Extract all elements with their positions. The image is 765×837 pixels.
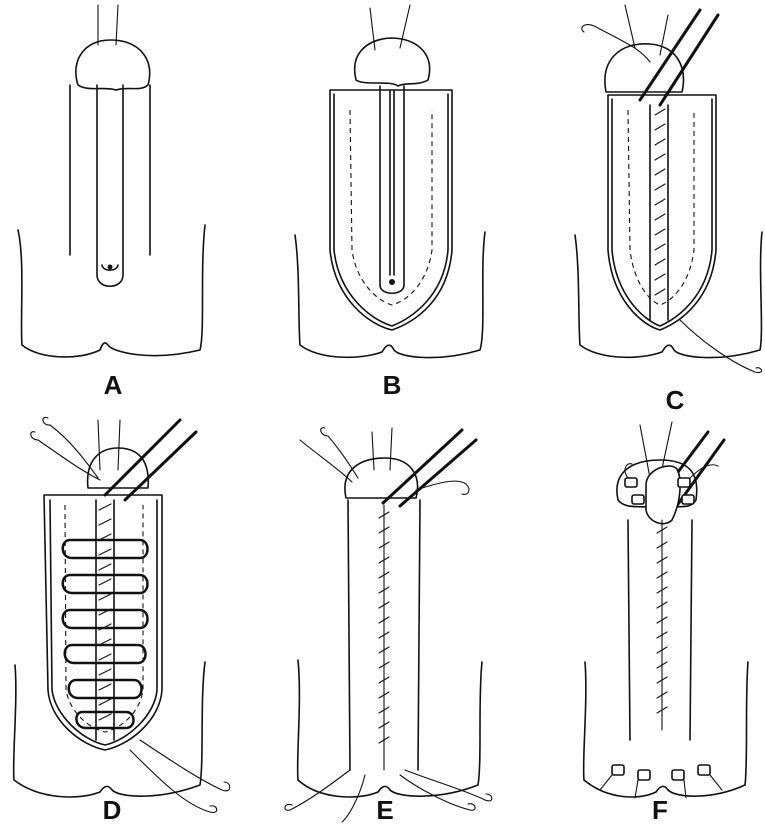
panel-f-drawing [584,422,748,798]
panel-e-drawing [285,428,492,822]
panel-d-drawing [14,417,230,812]
panel-b-drawing [295,5,485,358]
panel-label-a: A [93,370,133,401]
panel-label-f: F [640,795,680,826]
panel-a-drawing [18,5,205,357]
panel-label-c: C [655,385,695,416]
panel-c-drawing [575,5,762,373]
panel-label-b: B [372,370,412,401]
panel-label-e: E [365,795,405,826]
panel-label-d: D [92,795,132,826]
